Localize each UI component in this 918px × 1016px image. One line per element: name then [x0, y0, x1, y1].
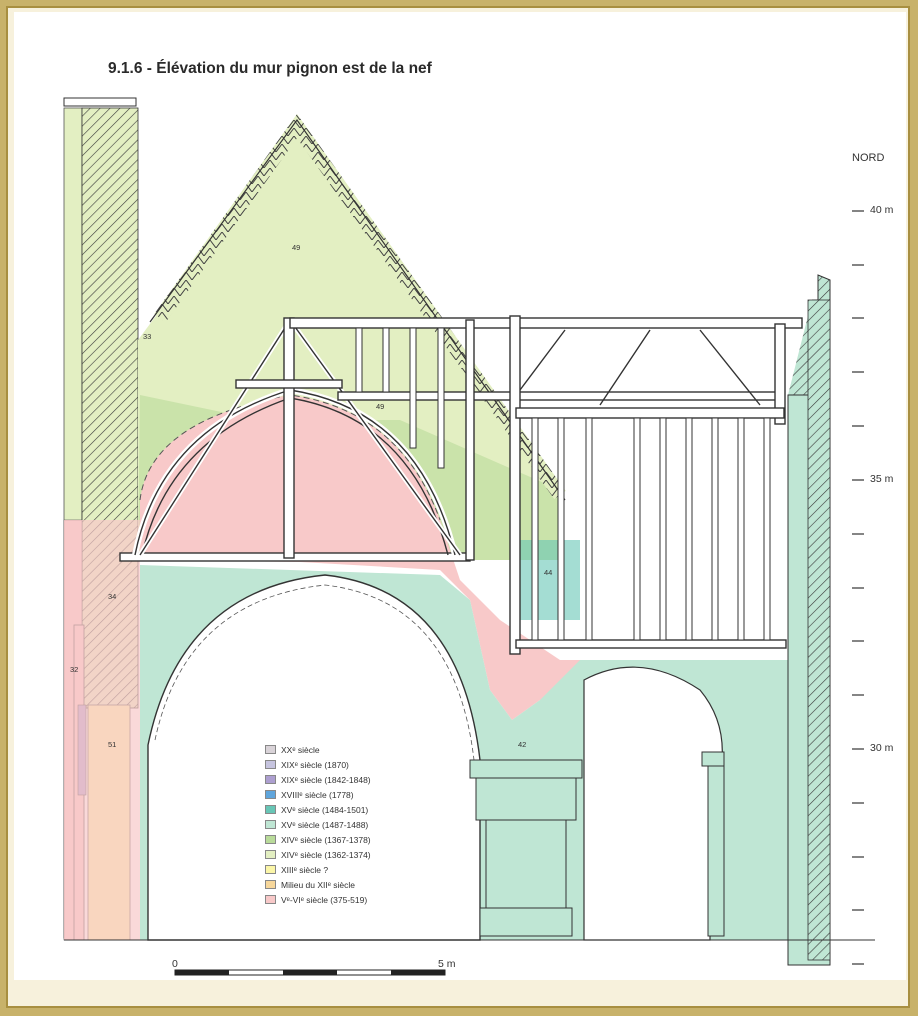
altitude-label-35: 35 m [870, 473, 894, 485]
legend-item: XIVᵉ siècle (1362-1374) [265, 847, 371, 862]
zone-label: 42 [518, 740, 527, 749]
legend-swatch [265, 835, 276, 844]
legend-label: XIXᵉ siècle (1870) [281, 759, 349, 770]
legend-swatch [265, 880, 276, 889]
legend-label: XIVᵉ siècle (1362-1374) [281, 849, 371, 860]
legend-item: Vᵉ-VIᵉ siècle (375-519) [265, 892, 371, 907]
altitude-label-30: 30 m [870, 742, 894, 754]
legend-swatch [265, 775, 276, 784]
scale-start-label: 0 [172, 958, 178, 970]
legend-item: XIIIᵉ siècle ? [265, 862, 371, 877]
timber-studs [355, 327, 771, 641]
legend-item: XVᵉ siècle (1484-1501) [265, 802, 371, 817]
legend-label: XVIIIᵉ siècle (1778) [281, 789, 354, 800]
right-arch [583, 666, 725, 941]
altitude-label-40: 40 m [870, 204, 894, 216]
period-legend: XXᵉ siècle XIXᵉ siècle (1870) XIXᵉ siècl… [265, 742, 371, 907]
altitude-ticks [852, 210, 864, 965]
legend-label: XVᵉ siècle (1484-1501) [281, 804, 369, 815]
central-pillar [469, 759, 583, 937]
legend-swatch [265, 895, 276, 904]
legend-label: XVᵉ siècle (1487-1488) [281, 819, 369, 830]
figure-title: 9.1.6 - Élévation du mur pignon est de l… [108, 60, 432, 77]
legend-swatch [265, 865, 276, 874]
legend-swatch [265, 745, 276, 754]
legend-item: Milieu du XIIᵉ siècle [265, 877, 371, 892]
zone-label: 33 [143, 332, 152, 341]
scale-end-label: 5 m [438, 958, 456, 970]
scale-bar [174, 969, 446, 976]
legend-item: XVIIIᵉ siècle (1778) [265, 787, 371, 802]
main-arch [147, 574, 481, 941]
legend-label: XXᵉ siècle [281, 744, 320, 755]
roof-truss [119, 315, 803, 655]
legend-swatch [265, 760, 276, 769]
zone-label: 34 [108, 592, 117, 601]
legend-label: XIVᵉ siècle (1367-1378) [281, 834, 371, 845]
legend-item: XXᵉ siècle [265, 742, 371, 757]
zone-label: 49 [292, 243, 301, 252]
legend-label: XIXᵉ siècle (1842-1848) [281, 774, 371, 785]
legend-label: XIIIᵉ siècle ? [281, 864, 329, 875]
legend-label: Milieu du XIIᵉ siècle [281, 879, 356, 890]
zone-label: 44 [544, 568, 553, 577]
zone-label: 51 [108, 740, 117, 749]
legend-item: XIXᵉ siècle (1870) [265, 757, 371, 772]
legend-item: XVᵉ siècle (1487-1488) [265, 817, 371, 832]
legend-item: XIVᵉ siècle (1367-1378) [265, 832, 371, 847]
legend-swatch [265, 790, 276, 799]
legend-swatch [265, 850, 276, 859]
legend-item: XIXᵉ siècle (1842-1848) [265, 772, 371, 787]
north-label: NORD [852, 152, 885, 164]
zone-label: 49 [376, 402, 385, 411]
legend-swatch [265, 805, 276, 814]
zone-label: 32 [70, 665, 79, 674]
legend-swatch [265, 820, 276, 829]
legend-label: Vᵉ-VIᵉ siècle (375-519) [281, 894, 368, 905]
